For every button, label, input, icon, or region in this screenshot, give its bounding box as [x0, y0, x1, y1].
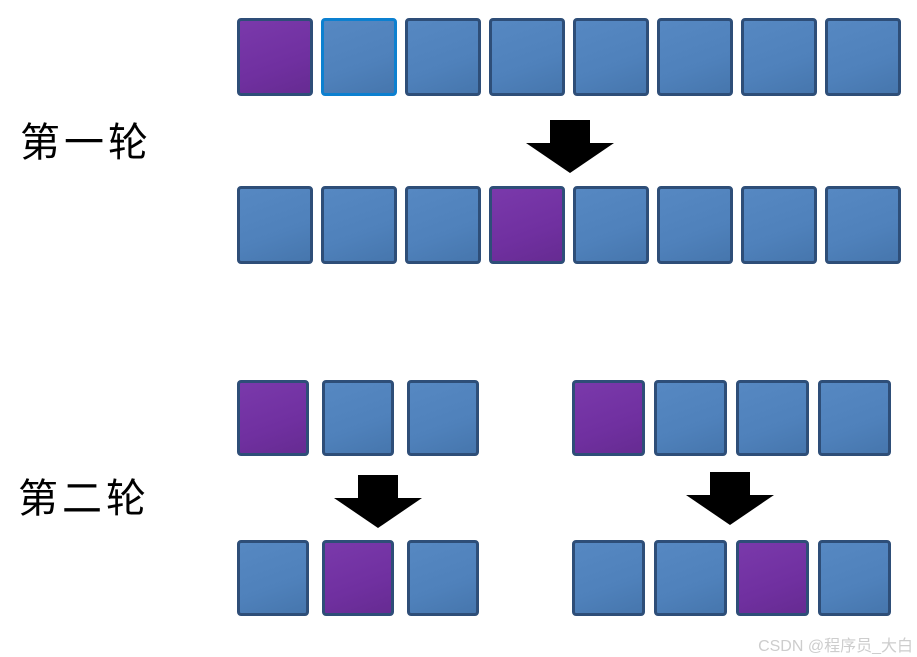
array-cell-purple — [322, 540, 394, 616]
array-cell-blue — [818, 380, 891, 456]
array-cell-blue — [736, 380, 809, 456]
round1-before-array — [237, 18, 901, 96]
round2-right-before-array — [572, 380, 891, 456]
down-arrow-icon — [334, 475, 422, 528]
round2-left-after-array — [237, 540, 479, 616]
array-cell-blue — [657, 186, 733, 264]
array-cell-blue — [237, 186, 313, 264]
array-cell-blue — [405, 186, 481, 264]
array-cell-purple — [572, 380, 645, 456]
round1-after-array — [237, 186, 901, 264]
array-cell-blue — [654, 380, 727, 456]
down-arrow-icon — [526, 120, 614, 173]
array-cell-blue — [489, 18, 565, 96]
array-cell-blue — [825, 186, 901, 264]
array-cell-blue — [818, 540, 891, 616]
round2-label: 第二轮 — [18, 476, 150, 521]
array-cell-purple — [736, 540, 809, 616]
array-cell-blue — [573, 186, 649, 264]
array-cell-blue — [237, 540, 309, 616]
array-cell-blue — [741, 18, 817, 96]
array-cell-blue — [654, 540, 727, 616]
array-cell-purple — [237, 380, 309, 456]
array-cell-purple — [237, 18, 313, 96]
round2-right-after-array — [572, 540, 891, 616]
watermark-text: CSDN @程序员_大白 — [758, 638, 913, 655]
array-cell-blue — [657, 18, 733, 96]
round1-label: 第一轮 — [20, 120, 152, 165]
array-cell-blue — [322, 380, 394, 456]
array-cell-blue — [407, 540, 479, 616]
array-cell-blue — [572, 540, 645, 616]
down-arrow-icon — [686, 472, 774, 525]
array-cell-blue — [405, 18, 481, 96]
round2-left-before-array — [237, 380, 479, 456]
array-cell-blue — [741, 186, 817, 264]
array-cell-blue — [321, 186, 397, 264]
array-cell-purple — [489, 186, 565, 264]
array-cell-blue — [407, 380, 479, 456]
array-cell-selected — [321, 18, 397, 96]
array-cell-blue — [573, 18, 649, 96]
array-cell-blue — [825, 18, 901, 96]
